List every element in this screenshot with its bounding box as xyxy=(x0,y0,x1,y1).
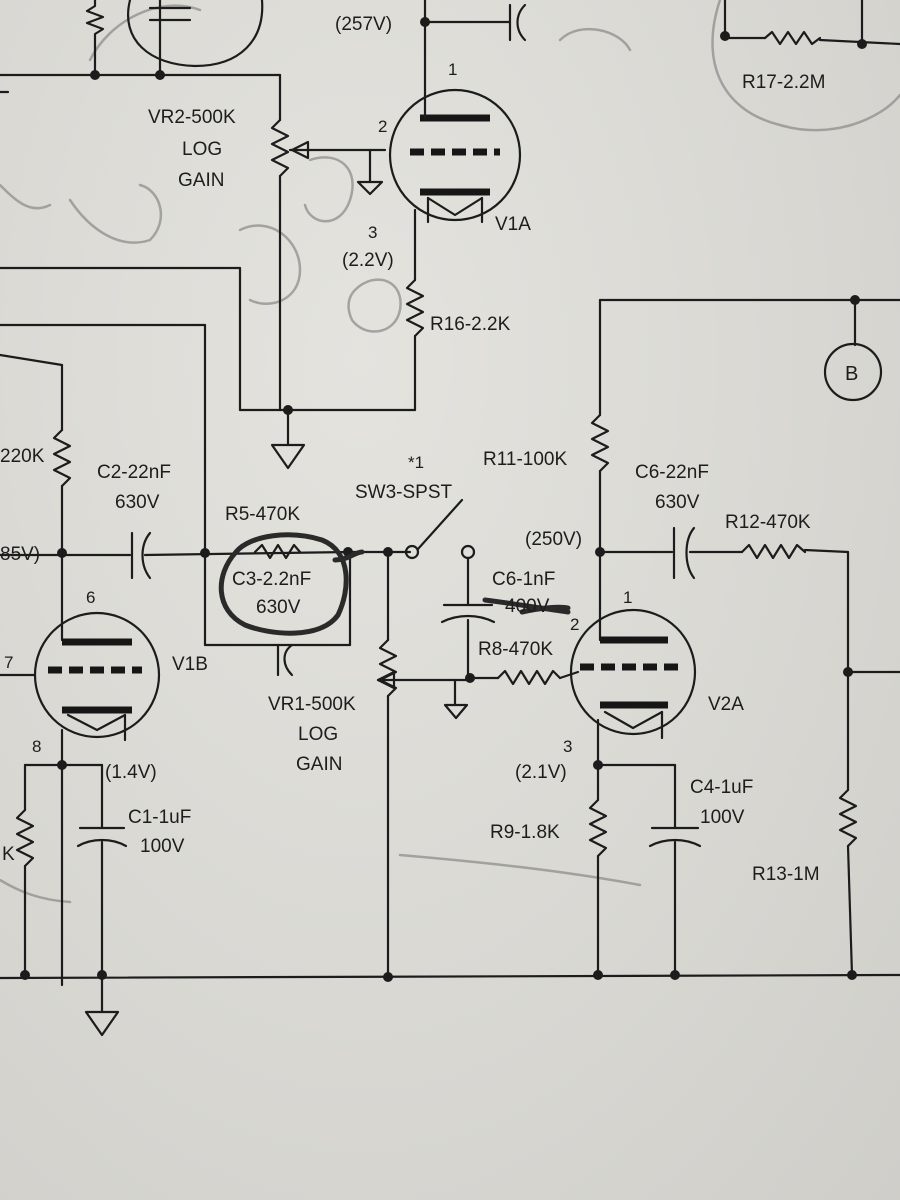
label-v250: (250V) xyxy=(525,529,582,550)
pin-v2a-1: 1 xyxy=(623,588,632,607)
label-v2a: V2A xyxy=(708,694,744,715)
label-v22: (2.2V) xyxy=(342,250,394,271)
label-c6-22-v: 630V xyxy=(655,492,700,513)
pin-numbers: 1 2 3 6 7 8 1 2 3 xyxy=(4,60,632,756)
label-vr2-gain: GAIN xyxy=(178,170,224,191)
label-c6-1: C6-1nF xyxy=(492,569,555,590)
label-v14: (1.4V) xyxy=(105,762,157,783)
label-vr2-log: LOG xyxy=(182,139,222,160)
label-r5: R5-470K xyxy=(225,504,300,525)
pin-v1b-7: 7 xyxy=(4,653,13,672)
label-k-partial: K xyxy=(2,844,15,865)
pin-v2a-2: 2 xyxy=(570,615,579,634)
label-c3-v: 630V xyxy=(256,597,301,618)
v2a-stage xyxy=(569,295,900,980)
label-r220k: 220K xyxy=(0,446,45,467)
pin-v1b-6: 6 xyxy=(86,588,95,607)
label-vr2: VR2-500K xyxy=(148,107,236,128)
label-vr1-gain: GAIN xyxy=(296,754,342,775)
label-c1: C1-1uF xyxy=(128,807,191,828)
pin-v1a-3: 3 xyxy=(368,223,377,242)
label-r11: R11-100K xyxy=(483,449,567,470)
pin-v1b-8: 8 xyxy=(32,737,41,756)
label-vr1-log: LOG xyxy=(298,724,338,745)
label-r13: R13-1M xyxy=(752,864,820,885)
label-c6-22: C6-22nF xyxy=(635,462,709,483)
label-c4: C4-1uF xyxy=(690,777,753,798)
node-b: B xyxy=(845,363,858,385)
label-c3: C3-2.2nF xyxy=(232,569,311,590)
label-c2: C2-22nF xyxy=(97,462,171,483)
pin-v2a-3: 3 xyxy=(563,737,572,756)
v1a-stage xyxy=(0,0,900,470)
label-r8: R8-470K xyxy=(478,639,553,660)
label-c4-v: 100V xyxy=(700,807,745,828)
label-v257: (257V) xyxy=(335,14,392,35)
labels: (257V) R17-2.2M VR2-500K LOG GAIN V1A (2… xyxy=(0,14,858,885)
label-v85: 85V) xyxy=(0,544,40,565)
label-v1b: V1B xyxy=(172,654,208,675)
label-r9: R9-1.8K xyxy=(490,822,560,843)
vr1-switch xyxy=(376,498,580,980)
label-r16: R16-2.2K xyxy=(430,314,511,335)
label-c6-1-v: 400V xyxy=(505,596,550,617)
label-sw3: SW3-SPST xyxy=(355,482,453,503)
label-c1-v: 100V xyxy=(140,836,185,857)
label-r12: R12-470K xyxy=(725,512,811,533)
label-vr1: VR1-500K xyxy=(268,694,356,715)
pin-v1a-2: 2 xyxy=(378,117,387,136)
label-c2-v: 630V xyxy=(115,492,160,513)
label-v1a: V1A xyxy=(495,214,531,235)
label-r17: R17-2.2M xyxy=(742,72,825,93)
v1b-stage xyxy=(0,266,412,1037)
ground-rail xyxy=(0,973,900,980)
label-sw-note: *1 xyxy=(408,453,424,472)
label-v21: (2.1V) xyxy=(515,762,567,783)
pin-v1a-1: 1 xyxy=(448,60,457,79)
